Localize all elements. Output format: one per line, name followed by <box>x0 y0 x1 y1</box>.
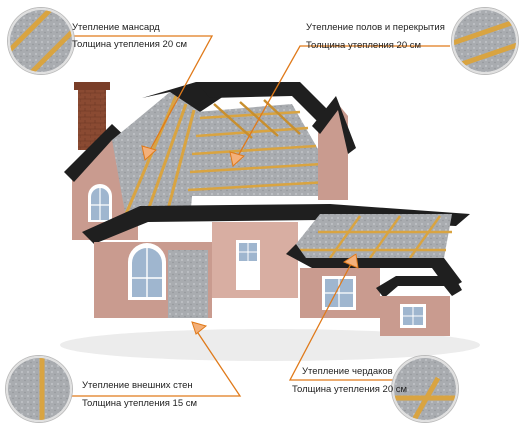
loft-thickness: Толщина утепления 20 см <box>292 384 408 395</box>
arrow-icon <box>342 253 359 269</box>
insulation-detail-icon <box>8 8 74 74</box>
attic-slope <box>112 92 200 218</box>
floors-thickness: Толщина утепления 20 см <box>306 40 422 51</box>
insulation-detail-icon <box>6 356 72 422</box>
leader-floors <box>237 45 450 157</box>
right-gable-roof <box>312 96 356 154</box>
wall-insulation-strip <box>168 250 208 318</box>
leader-loft <box>288 261 394 381</box>
leader-walls <box>70 329 242 397</box>
walls-title: Утепление внешних стен <box>82 380 193 391</box>
loft-cutaway <box>296 214 452 258</box>
loft-title: Утепление чердаков <box>302 366 393 377</box>
chimney-cap <box>74 82 110 90</box>
insulation-detail-icon <box>392 356 458 422</box>
arrow-icon <box>191 321 208 335</box>
right-wing-roof <box>286 244 462 290</box>
insulation-detail-icon <box>452 8 518 74</box>
attic-title: Утепление мансард <box>72 22 160 33</box>
walls-thickness: Толщина утепления 15 см <box>82 398 198 409</box>
leader-attic <box>68 35 214 151</box>
floors-title: Утепление полов и перекрытия <box>306 22 445 33</box>
attic-thickness: Толщина утепления 20 см <box>72 39 188 50</box>
arrow-icon <box>141 145 158 161</box>
arrow-icon <box>229 151 246 167</box>
right-gable-wall <box>318 104 348 200</box>
main-roof-ridge <box>196 82 334 124</box>
bay-roof <box>376 276 462 298</box>
ground-shadow <box>60 329 480 361</box>
